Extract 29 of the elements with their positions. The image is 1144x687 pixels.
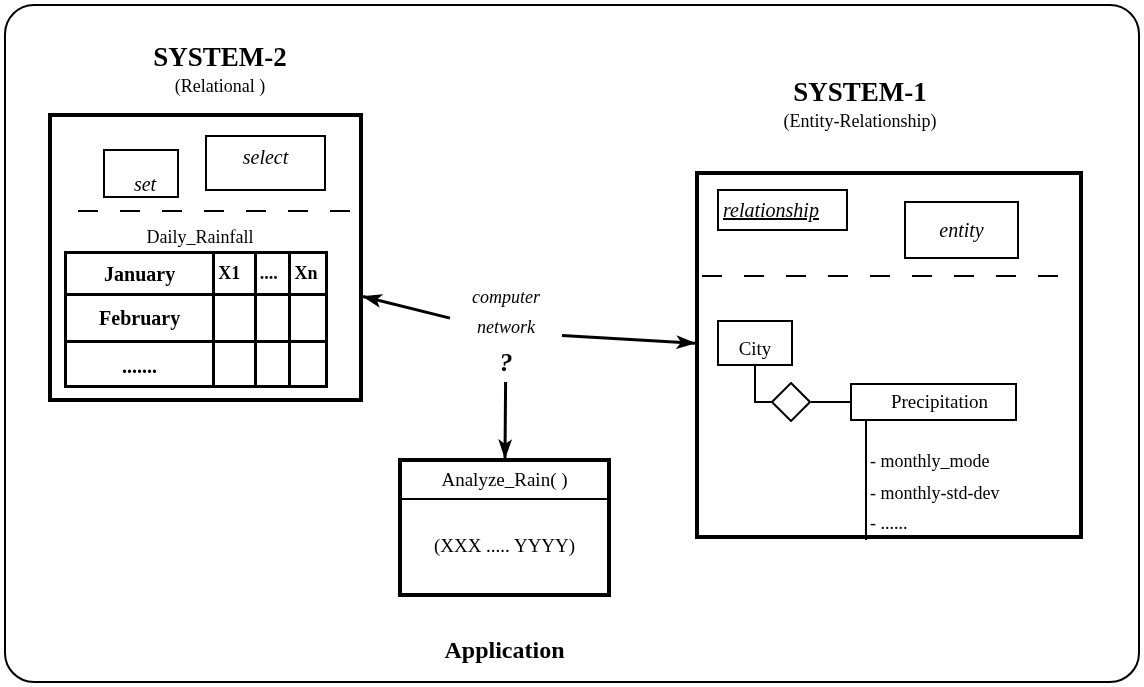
entity-box: City — [717, 320, 793, 366]
application-box: Analyze_Rain( ) (XXX ..... YYYY) — [398, 458, 611, 597]
operation-box: select — [205, 135, 326, 191]
table-cell-text: January — [103, 261, 177, 288]
question-mark: ? — [499, 347, 513, 379]
connector-line — [754, 365, 772, 403]
system-subtitle: (Relational ) — [174, 75, 266, 98]
concept-box: relationship — [717, 189, 848, 231]
arrow — [362, 294, 451, 320]
system-title: SYSTEM-2 — [153, 41, 287, 74]
table-cell: X1 — [212, 254, 254, 293]
system-subtitle: (Entity-Relationship) — [783, 110, 937, 133]
connector-line — [810, 401, 851, 403]
table-name: Daily_Rainfall — [145, 226, 255, 248]
attribute-text: - monthly-std-dev — [870, 482, 1001, 504]
entity-box: Precipitation — [850, 383, 1017, 421]
application-caption: Application — [443, 636, 566, 665]
table-cell: ....... — [67, 340, 213, 388]
concept-box: entity — [904, 201, 1019, 259]
network-label: computer network — [471, 286, 541, 339]
attribute-text: - monthly_mode — [870, 450, 991, 472]
table-cell: February — [67, 293, 213, 340]
operation-box: set — [103, 149, 179, 198]
table-cell: .... — [253, 254, 289, 293]
attribute-text: - ...... — [870, 512, 909, 534]
table-cell: Xn — [288, 254, 325, 293]
system-title: SYSTEM-1 — [793, 76, 927, 109]
arrow — [561, 333, 696, 350]
arrow — [498, 382, 513, 459]
